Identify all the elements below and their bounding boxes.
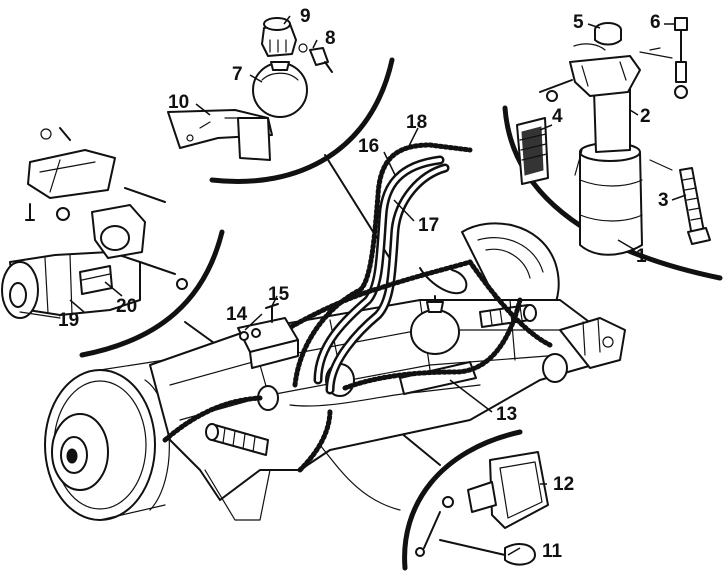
reservoir-detail — [516, 17, 711, 256]
callout-14: 14 — [226, 304, 248, 325]
pump-detail — [1, 127, 188, 319]
callout-15: 15 — [268, 284, 290, 305]
left-brake-drum — [44, 359, 170, 521]
callout-20: 20 — [116, 296, 137, 317]
callout-17: 17 — [418, 215, 439, 236]
callout-3: 3 — [658, 190, 669, 211]
callout-19: 19 — [58, 310, 79, 331]
callout-16: 16 — [358, 136, 379, 157]
callout-12: 12 — [553, 474, 574, 495]
callout-2: 2 — [640, 106, 651, 127]
callout-11: 11 — [542, 541, 563, 562]
callout-5: 5 — [573, 12, 584, 33]
callout-7: 7 — [232, 64, 243, 85]
callout-6: 6 — [650, 12, 661, 33]
callout-10: 10 — [168, 92, 189, 113]
sphere-detail — [167, 17, 333, 161]
corrector-detail — [415, 451, 549, 566]
callout-9: 9 — [300, 6, 311, 27]
callout-13: 13 — [496, 404, 517, 425]
callout-labels: 1 2 3 4 5 6 7 8 9 10 11 12 13 14 15 16 1… — [58, 6, 669, 562]
callout-1: 1 — [636, 246, 647, 267]
hydraulic-lines — [162, 142, 553, 473]
callout-8: 8 — [325, 28, 336, 49]
callout-18: 18 — [406, 112, 427, 133]
center-sphere — [410, 295, 460, 355]
valve-block-14 — [237, 303, 299, 369]
leader-lines — [69, 15, 687, 556]
left-shock — [205, 423, 269, 456]
callout-4: 4 — [552, 106, 563, 127]
